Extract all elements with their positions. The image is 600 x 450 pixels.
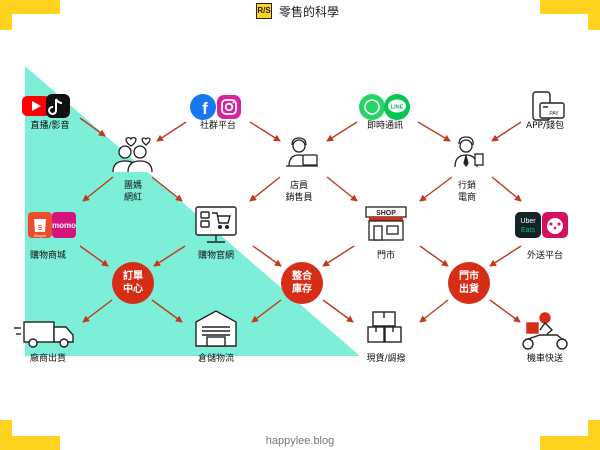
arrow: [79, 117, 106, 137]
arrow: [249, 176, 281, 202]
label-delivery-platform: 外送平台: [526, 251, 563, 261]
arrow: [326, 121, 358, 142]
svg-text:f: f: [202, 99, 208, 118]
arrow: [156, 121, 187, 142]
arrow: [249, 121, 281, 142]
corner-top-right: [540, 0, 600, 14]
hub-inventory-line1: 整合: [292, 271, 312, 282]
hub-order-center-line1: 訂單: [123, 271, 143, 282]
header: R/S 零售的科學: [0, 0, 600, 24]
boxes-icon: [367, 311, 402, 343]
hub-inventory-line2: 庫存: [292, 284, 312, 295]
line-text: LINE: [391, 105, 404, 111]
corner-top-left: [0, 0, 60, 14]
truck-icon: [14, 321, 74, 348]
shop-sign-text: SHOP: [376, 210, 396, 217]
arrow: [82, 299, 113, 323]
arrow: [491, 176, 522, 202]
arrow: [151, 176, 183, 202]
arrow: [326, 176, 358, 202]
arrow: [251, 299, 282, 323]
arrow: [252, 245, 282, 267]
label-marketing-1: 行銷: [457, 181, 476, 191]
label-shopping-mall: 購物商城: [29, 251, 66, 261]
highlight-region: [25, 66, 360, 356]
label-stock-transfer: 現貨/調撥: [366, 354, 406, 364]
clerk-icon: [286, 137, 318, 167]
line-icon: LINE: [384, 94, 410, 120]
label-clerk-2: 銷售員: [285, 193, 313, 203]
whatsapp-icon: [359, 94, 385, 120]
phone-wallet-icon: PAY: [532, 91, 565, 121]
inventory-hub: [281, 262, 323, 304]
label-messaging: 即時通訊: [366, 121, 403, 131]
store-icon: SHOP: [365, 206, 407, 241]
label-scooter: 機車快送: [526, 354, 563, 364]
order-center-hub: [112, 262, 154, 304]
eats-text: Eats: [521, 227, 536, 234]
pay-text: PAY: [549, 111, 559, 117]
label-official-site: 購物官網: [197, 251, 234, 261]
arrow: [489, 299, 521, 323]
label-manufacturer: 廠商出貨: [29, 354, 66, 364]
scooter-courier-icon: [522, 312, 568, 350]
group-buyer-icon: [112, 137, 153, 173]
corner-bottom-right-side: [588, 420, 600, 450]
warehouse-icon: [195, 310, 237, 347]
label-marketing-2: 電商: [457, 193, 476, 203]
arrow: [79, 245, 109, 267]
corner-bottom-left-side: [0, 420, 12, 450]
shopee-text: Shopee: [34, 234, 46, 238]
svg-text:S: S: [38, 225, 43, 232]
label-group-buyer-2: 網紅: [123, 193, 142, 203]
arrow: [322, 245, 355, 267]
label-livestream: 直播/影音: [30, 121, 70, 131]
arrow: [322, 299, 354, 323]
arrow: [489, 245, 522, 267]
store-ship-hub: [448, 262, 490, 304]
arrow: [82, 176, 114, 202]
marketing-person-icon: [454, 136, 484, 168]
arrows: [79, 117, 522, 323]
arrow: [417, 121, 451, 142]
uber-text: Uber: [520, 218, 536, 225]
label-warehouse: 倉儲物流: [197, 354, 234, 364]
label-app-wallet: APP/錢包: [525, 121, 565, 131]
momo-icon: momo: [52, 212, 76, 238]
corner-top-right-side: [588, 0, 600, 30]
arrow: [419, 245, 449, 267]
ubereats-icon: Uber Eats: [515, 212, 541, 238]
youtube-icon: [22, 96, 50, 116]
arrow: [419, 176, 453, 202]
corner-bottom-left: [0, 436, 60, 450]
label-clerk-1: 店員: [289, 181, 308, 191]
corner-top-left-side: [0, 0, 12, 30]
shopee-icon: S Shopee: [28, 212, 52, 238]
hub-store-ship-line1: 門市: [459, 271, 479, 282]
hub-store-ship-line2: 出貨: [459, 284, 479, 295]
arrow: [491, 121, 522, 142]
label-social: 社群平台: [199, 121, 236, 131]
hub-order-center-line2: 中心: [123, 284, 143, 295]
brand-logo: R/S: [256, 3, 272, 19]
facebook-icon: f: [190, 94, 216, 120]
momo-text: momo: [52, 221, 76, 230]
monitor-cart-icon: [195, 206, 237, 243]
brand-title: 零售的科學: [279, 5, 340, 19]
tiktok-icon: [46, 94, 70, 118]
arrow: [419, 299, 449, 323]
foodpanda-icon: [542, 212, 568, 238]
footer-site: happylee.blog: [265, 435, 335, 447]
arrow: [153, 245, 186, 267]
label-store: 門市: [376, 251, 395, 261]
corner-bottom-right: [540, 436, 600, 450]
instagram-icon: [217, 95, 241, 119]
label-group-buyer-1: 團媽: [123, 181, 142, 191]
arrow: [151, 299, 183, 323]
